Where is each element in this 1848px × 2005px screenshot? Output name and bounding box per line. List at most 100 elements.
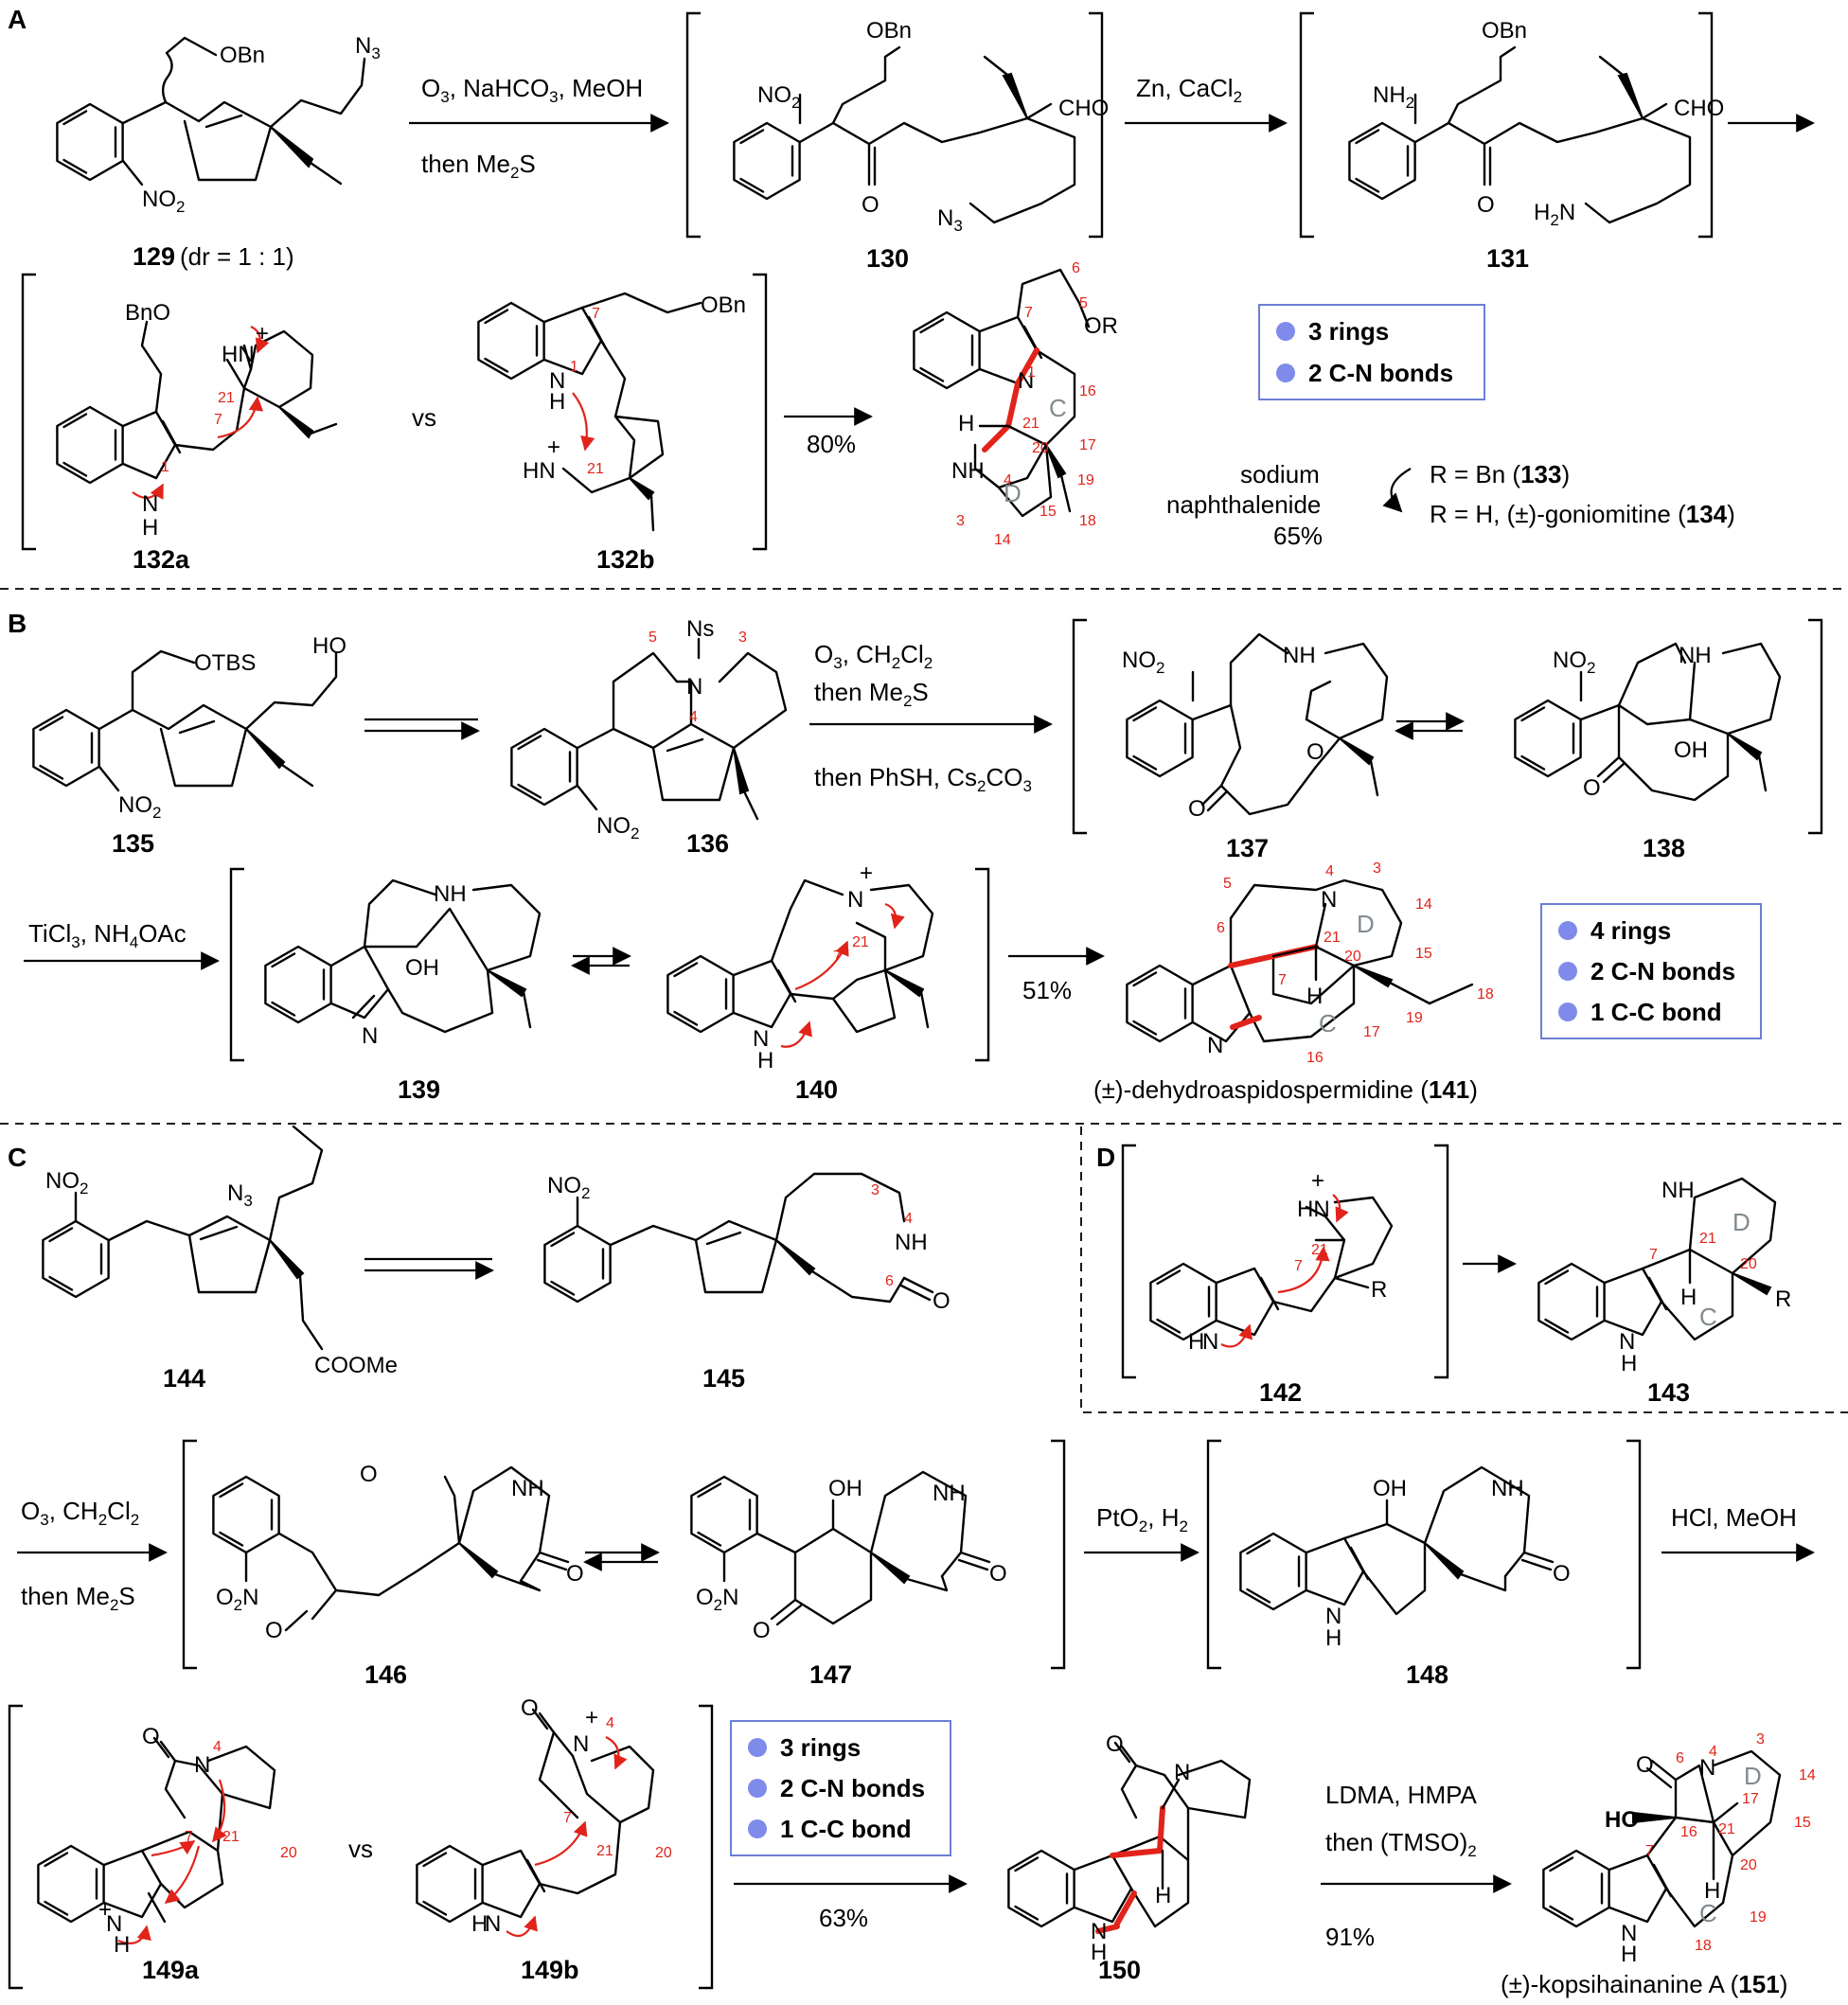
- compound-133-134: [913, 268, 1091, 518]
- atom-nh-132a: N: [142, 491, 158, 517]
- atom-number-20-143: 20: [1740, 1256, 1757, 1272]
- substituent-oh-139: OH: [405, 955, 439, 981]
- atom-n-150: N: [1174, 1760, 1190, 1785]
- substituent-r-143: R: [1775, 1286, 1791, 1312]
- charge-plus-142: +: [1311, 1168, 1324, 1194]
- atom-h21-143: H: [1680, 1285, 1697, 1310]
- atom-o-149a: O: [142, 1724, 160, 1749]
- compound-135: [32, 649, 338, 792]
- compound-150: [1007, 1741, 1252, 1934]
- atom-number-21-132a: 21: [218, 390, 235, 406]
- bracket-132-left: [21, 273, 36, 551]
- compound-name-151: (±)-kopsihainanine A (151): [1501, 1970, 1787, 1998]
- atom-number-15-141: 15: [1415, 946, 1432, 962]
- atom-number-20-141: 20: [1344, 949, 1361, 965]
- atom-number-6-145: 6: [885, 1273, 894, 1289]
- atom-h-140: H: [757, 1048, 773, 1073]
- atom-o-137-aldehyde: O: [1306, 739, 1324, 765]
- atom-number-20-149b: 20: [655, 1845, 672, 1861]
- atom-number-6-134: 6: [1072, 260, 1080, 276]
- charge-plus-149b: +: [585, 1705, 598, 1730]
- compound-label-149b: 149b: [521, 1956, 579, 1984]
- bracket-138-right: [1808, 618, 1823, 835]
- r-equals-h-134: R = H, (±)-goniomitine (134): [1430, 500, 1735, 528]
- substituent-r-142: R: [1371, 1277, 1387, 1303]
- substituent-or-134: OR: [1084, 313, 1118, 339]
- atom-n-plus-140: N: [847, 887, 863, 913]
- compound-label-132b: 132b: [596, 545, 655, 574]
- substituent-coome-144: COOMe: [314, 1353, 398, 1378]
- atom-number-20-149a: 20: [280, 1845, 297, 1861]
- atom-number-6-141: 6: [1217, 920, 1225, 936]
- atom-n-148: N: [1325, 1604, 1342, 1629]
- atom-number-5-136: 5: [649, 630, 657, 646]
- section-label-c: C: [8, 1143, 27, 1172]
- atom-number-14-151: 14: [1799, 1767, 1816, 1783]
- condition-c5-line1: LDMA, HMPA: [1325, 1781, 1478, 1809]
- atom-number-7-141: 7: [1278, 972, 1287, 988]
- bracket-137-left: [1072, 618, 1087, 835]
- atom-number-21-149a: 21: [222, 1829, 240, 1845]
- atom-number-6-151: 6: [1676, 1750, 1684, 1766]
- bracket-131-left: [1299, 11, 1314, 239]
- condition-c2-top: PtO2, H2: [1096, 1503, 1188, 1535]
- substituent-no2-138: NO2: [1553, 648, 1595, 677]
- atom-n1-141: N: [1207, 1033, 1223, 1058]
- atom-number-4-149b: 4: [606, 1715, 614, 1731]
- condition-c1-bottom: then Me2S: [21, 1582, 135, 1614]
- atom-number-19-141: 19: [1406, 1010, 1423, 1026]
- atom-number-18-134: 18: [1079, 513, 1096, 529]
- ring-letter-d-141: D: [1357, 910, 1375, 938]
- atom-number-21-140: 21: [852, 934, 869, 950]
- atom-number-21-134: 21: [1022, 416, 1040, 432]
- summary-a-item-1: 2 C-N bonds: [1308, 359, 1453, 387]
- yield-c4: 63%: [819, 1904, 868, 1932]
- atom-number-21-142: 21: [1311, 1242, 1328, 1258]
- substituent-n3-129: N3: [355, 33, 381, 62]
- compound-137: [1126, 632, 1389, 816]
- substituent-n3-130: N3: [937, 205, 963, 235]
- condition-c5-line2: then (TMSO)2: [1325, 1828, 1477, 1860]
- compound-label-144: 144: [163, 1364, 205, 1393]
- bracket-131-right: [1698, 11, 1714, 239]
- atom-number-20-134: 20: [1032, 440, 1049, 456]
- substituent-no2-130: NO2: [757, 82, 800, 112]
- atom-h21-151: H: [1704, 1878, 1720, 1904]
- compound-131: [1348, 45, 1692, 224]
- compound-144: [42, 1125, 324, 1351]
- substituent-obn-132b: OBn: [701, 293, 746, 318]
- atom-o-151: O: [1636, 1752, 1654, 1778]
- yield-c5: 91%: [1325, 1923, 1375, 1951]
- compound-149a: [37, 1736, 276, 1944]
- bracket-149-right: [699, 1704, 714, 1990]
- atom-hn-132a: HN: [222, 342, 255, 367]
- atom-nh4-134: NH: [951, 458, 985, 484]
- atom-nh-147: NH: [933, 1481, 966, 1506]
- atom-number-17-141: 17: [1363, 1024, 1380, 1040]
- atom-number-21-143: 21: [1699, 1231, 1716, 1247]
- substituent-ho-151: HO: [1605, 1807, 1639, 1833]
- atom-nh-146: NH: [511, 1476, 544, 1501]
- substituent-no2-147: O2N: [696, 1585, 738, 1614]
- atom-o-137-ketone: O: [1188, 796, 1206, 822]
- compound-label-136: 136: [686, 829, 729, 858]
- atom-nh-137: NH: [1283, 643, 1316, 668]
- atom-number-21-149b: 21: [596, 1843, 613, 1859]
- ring-letter-c-151: C: [1699, 1899, 1717, 1927]
- atom-h-148: H: [1325, 1625, 1342, 1651]
- atom-n-plus-149a: N: [106, 1911, 122, 1937]
- atom-number-15-134: 15: [1040, 504, 1057, 520]
- substituent-obn-131: OBn: [1482, 18, 1527, 44]
- atom-number-7-143: 7: [1649, 1247, 1658, 1263]
- atom-hn-142: HN: [1297, 1197, 1330, 1222]
- atom-o-146-aldehyde: O: [360, 1462, 378, 1487]
- atom-number-4-151: 4: [1709, 1744, 1717, 1760]
- condition-a2-top: Zn, CaCl2: [1136, 74, 1242, 106]
- atom-number-1-132a: 1: [161, 459, 169, 475]
- atom-n1-143: N: [1619, 1329, 1635, 1355]
- atom-number-3-134: 3: [956, 513, 965, 529]
- substituent-ho-135: HO: [312, 633, 346, 659]
- substituent-no2-136: NO2: [596, 813, 639, 843]
- atom-number-3-136: 3: [738, 630, 747, 646]
- compound-label-131: 131: [1486, 244, 1529, 273]
